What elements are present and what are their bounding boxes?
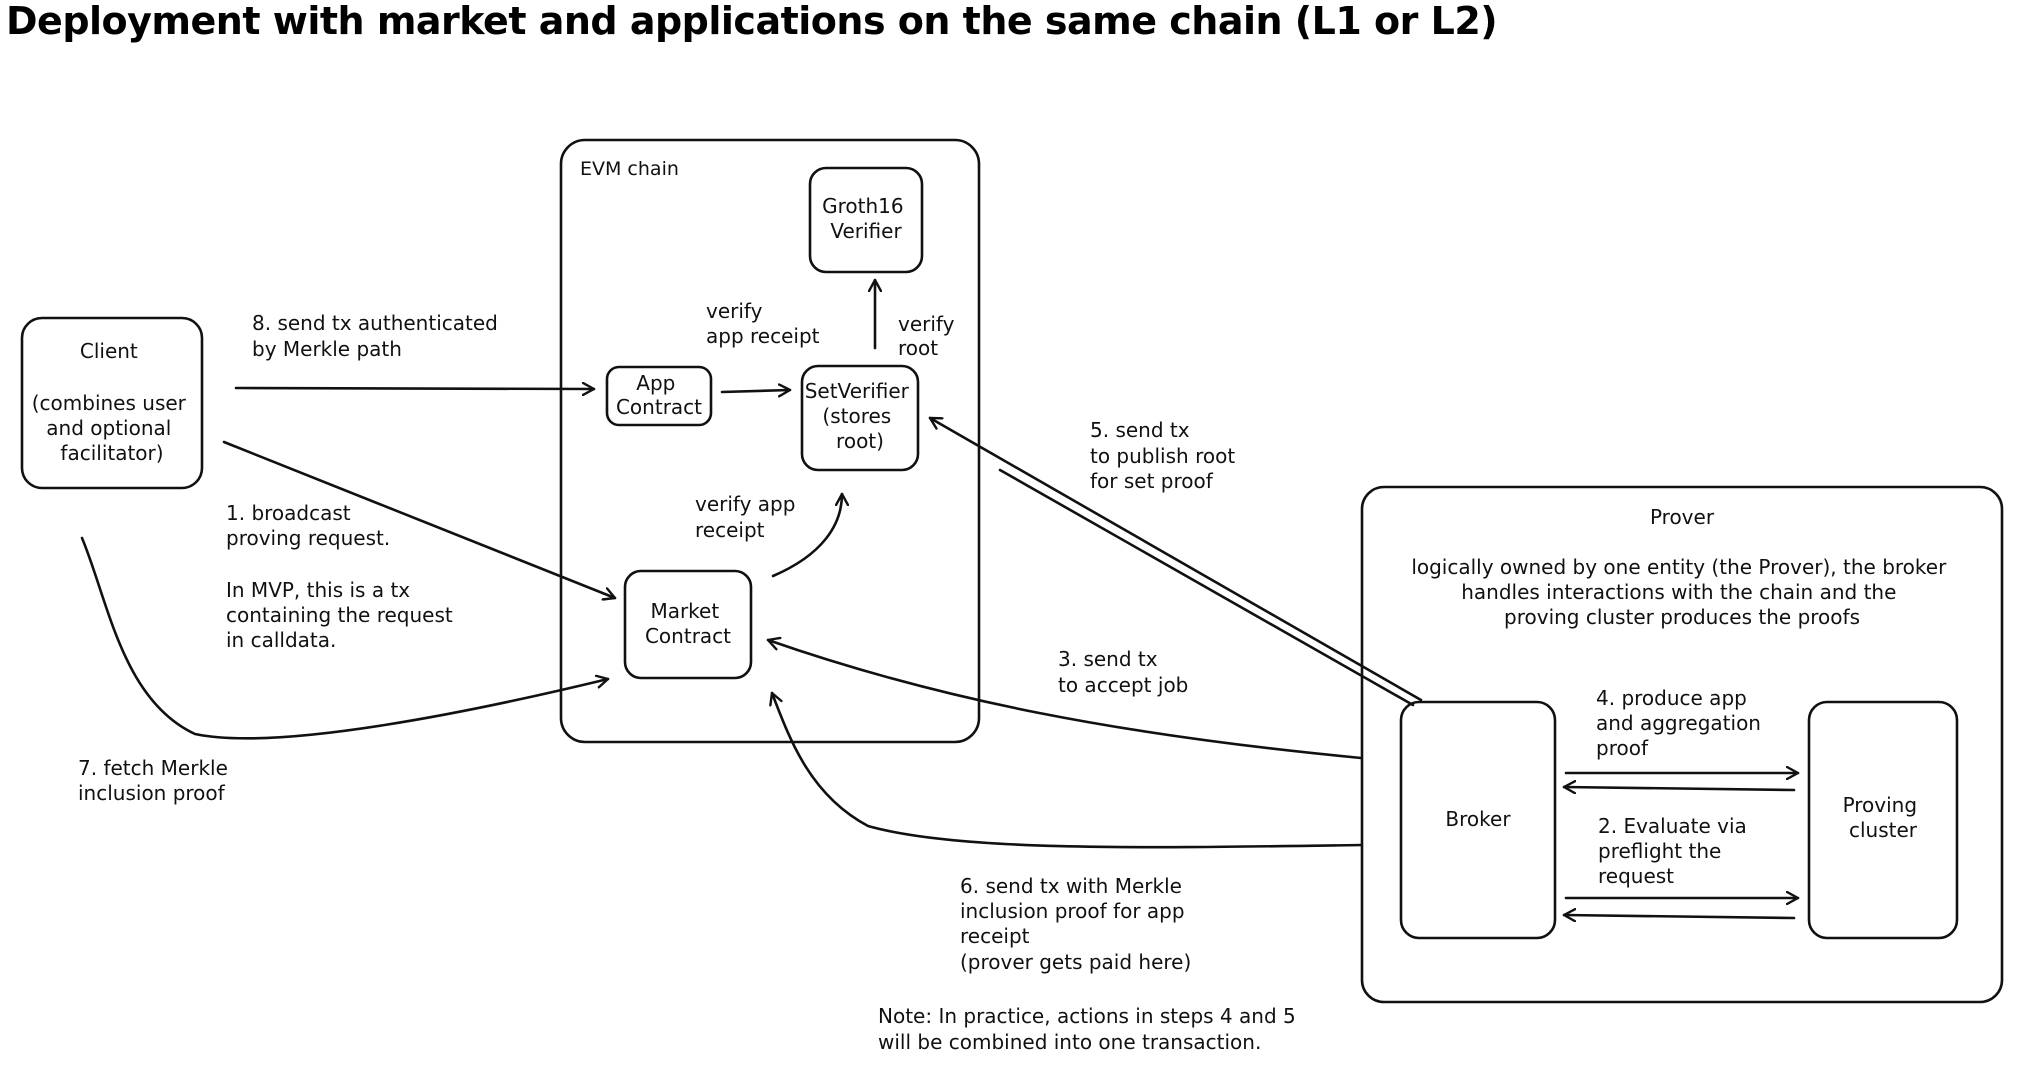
- proving-cluster-label: Proving cluster: [1843, 793, 1924, 842]
- app-contract-label: App Contract: [616, 371, 702, 419]
- arrow-client-fetch-merkle: [80, 536, 610, 740]
- app-contract-node: App Contract: [605, 365, 713, 427]
- set-verifier-node: SetVerifier (stores root): [800, 364, 920, 472]
- arrow-app-contract-to-set-verifier: [720, 390, 792, 392]
- label-step-5: 5. send tx to publish root for set proof: [1090, 418, 1242, 493]
- arrow-broker-to-set-verifier-double: [998, 468, 1415, 707]
- arrow-broker-to-set-verifier: [928, 416, 1423, 702]
- arrow-broker-to-market-accept: [766, 640, 1363, 760]
- broker-label: Broker: [1445, 807, 1511, 831]
- arrow-market-to-set-verifier: [771, 492, 842, 578]
- arrow-cluster-to-broker-2: [1562, 915, 1796, 918]
- label-verify-app-receipt-market: verify app receipt: [695, 492, 802, 542]
- arrow-client-to-app-contract: [234, 388, 596, 389]
- arrow-cluster-to-broker-4: [1562, 787, 1796, 790]
- arrow-client-to-market-contract: [222, 440, 617, 598]
- label-step-7: 7. fetch Merkle inclusion proof: [78, 756, 234, 805]
- broker-node: Broker: [1399, 700, 1557, 940]
- groth16-verifier-label: Groth16 Verifier: [822, 194, 910, 243]
- prover-label: Prover: [1650, 505, 1715, 529]
- client-node: Client (combines user and optional facil…: [20, 316, 204, 490]
- set-verifier-label: SetVerifier (stores root): [805, 379, 916, 453]
- evm-chain-container: EVM chain: [559, 138, 981, 744]
- proving-cluster-node: Proving cluster: [1807, 700, 1959, 940]
- prover-container: Prover logically owned by one entity (th…: [1360, 485, 2004, 1004]
- arrow-broker-to-market-payment: [772, 691, 1363, 849]
- client-label: Client (combines user and optional facil…: [32, 339, 193, 465]
- label-step-8: 8. send tx authenticated by Merkle path: [252, 311, 504, 361]
- groth16-verifier-node: Groth16 Verifier: [808, 166, 924, 274]
- label-step-4: 4. produce app and aggregation proof: [1596, 686, 1767, 760]
- label-step-6: 6. send tx with Merkle inclusion proof f…: [960, 874, 1191, 974]
- market-contract-label: Market Contract: [645, 599, 731, 648]
- market-contract-node: Market Contract: [623, 569, 753, 680]
- footnote: Note: In practice, actions in steps 4 an…: [878, 1004, 1302, 1054]
- label-step-1: 1. broadcast proving request. In MVP, th…: [226, 501, 459, 652]
- label-step-2: 2. Evaluate via preflight the request: [1598, 814, 1753, 888]
- label-verify-app-receipt-top: verify app receipt: [706, 299, 820, 348]
- prover-description: logically owned by one entity (the Prove…: [1411, 555, 1952, 629]
- label-verify-root: verify root: [898, 312, 961, 360]
- label-step-3: 3. send tx to accept job: [1058, 647, 1188, 697]
- evm-chain-label: EVM chain: [580, 158, 679, 180]
- diagram-title: Deployment with market and applications …: [6, 0, 1497, 43]
